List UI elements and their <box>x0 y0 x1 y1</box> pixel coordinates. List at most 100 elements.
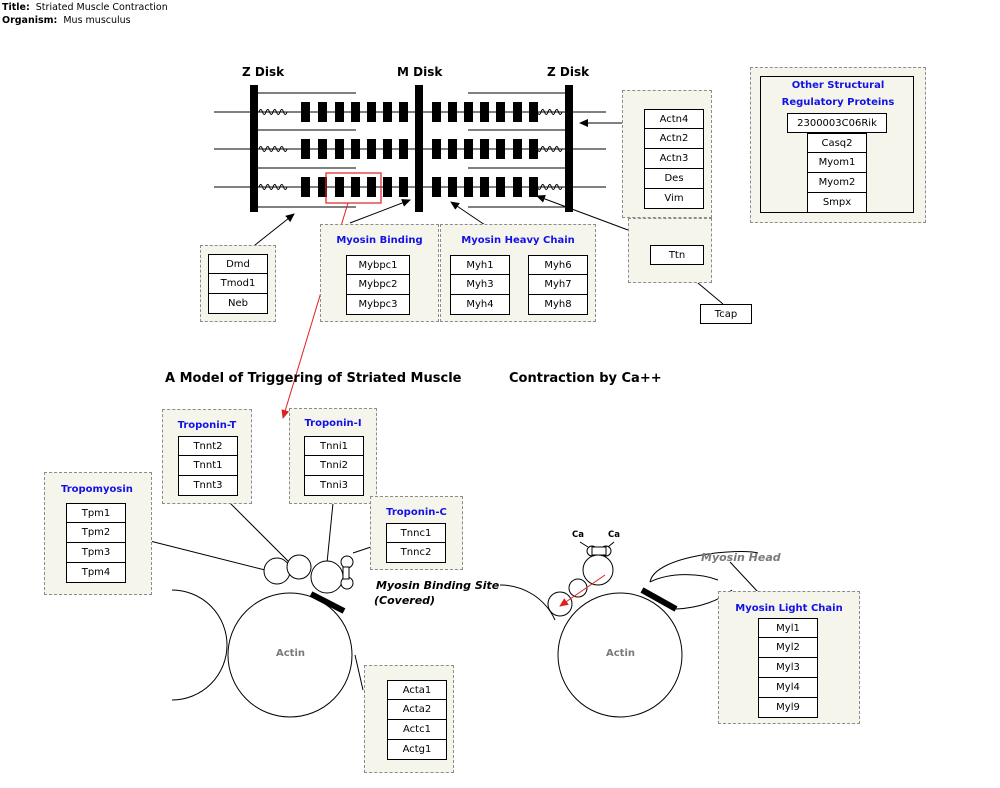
gene-box[interactable]: Tnnc1 <box>386 523 446 543</box>
troponin-i-bead <box>310 560 344 594</box>
thick-filament-bar <box>448 139 457 159</box>
thick-filament-bar <box>351 102 360 122</box>
gene-box[interactable]: Acta1 <box>387 680 447 700</box>
gene-box[interactable]: Tnni1 <box>304 436 364 456</box>
gene-box[interactable]: Tnnc2 <box>386 543 446 563</box>
gene-box[interactable]: Actn3 <box>644 149 704 169</box>
thick-filament-bar <box>513 102 522 122</box>
thick-filament-bar <box>464 139 473 159</box>
thick-filament-bar <box>301 139 310 159</box>
gene-box[interactable]: Tnni3 <box>304 476 364 496</box>
gene-box[interactable]: Myom2 <box>807 173 867 193</box>
gene-box[interactable]: Neb <box>208 294 268 314</box>
m-disk-label: M Disk <box>397 65 443 79</box>
actin-left-partial <box>171 589 228 701</box>
gene-box[interactable]: Myl3 <box>758 658 818 678</box>
troponin-t-bead <box>286 554 312 580</box>
group-title: Other Structural <box>791 80 885 91</box>
gene-box[interactable]: Smpx <box>807 193 867 213</box>
thick-filament-bar <box>301 177 310 197</box>
actin-gene-group: Acta1 Acta2 Actc1 Actg1 <box>364 665 454 773</box>
gene-box[interactable]: Dmd <box>208 254 268 274</box>
gene-box[interactable]: Casq2 <box>807 133 867 153</box>
group-title: Troponin-C <box>386 507 447 518</box>
group-title: Myosin Binding <box>336 235 423 246</box>
thick-filament-bar <box>480 102 489 122</box>
highlight-box <box>325 172 382 204</box>
gene-box[interactable]: Myh7 <box>528 275 588 295</box>
gene-box[interactable]: Tnni2 <box>304 456 364 476</box>
gene-box[interactable]: Des <box>644 169 704 189</box>
titin-spring <box>533 146 563 152</box>
gene-box[interactable]: Tmod1 <box>208 274 268 294</box>
titin-spring <box>258 146 288 152</box>
gene-box[interactable]: Myl1 <box>758 618 818 638</box>
myosin-light-chain-gene-list: Myl1 Myl2 Myl3 Myl4 Myl9 <box>758 618 818 718</box>
myosin-head-curve-top <box>649 551 759 583</box>
actin-right-partial <box>499 584 556 621</box>
z-disk-right <box>565 85 573 212</box>
troponin-i-group: Troponin-I Tnni1 Tnni2 Tnni3 <box>289 408 377 504</box>
z-disk-left <box>250 85 258 212</box>
thick-filament-bar <box>496 139 505 159</box>
thick-filament-bar <box>399 177 408 197</box>
thick-filament-bar <box>448 177 457 197</box>
thick-filament-bar <box>367 102 376 122</box>
gene-box[interactable]: Vim <box>644 189 704 209</box>
gene-box[interactable]: Myh3 <box>450 275 510 295</box>
myosin-heavy-chain-list-right: Myh6 Myh7 Myh8 <box>528 255 588 315</box>
z-disk-protein-group: Dmd Tmod1 Neb <box>200 245 276 322</box>
titin-spring <box>533 184 563 190</box>
gene-box[interactable]: Myl4 <box>758 678 818 698</box>
troponin-i-link <box>326 502 334 564</box>
gene-box[interactable]: Myh1 <box>450 255 510 275</box>
troponin-bead-right <box>547 591 573 617</box>
group-title: Troponin-I <box>304 418 362 429</box>
gene-box[interactable]: Tcap <box>700 304 752 324</box>
actin-group-link <box>354 654 364 691</box>
tropomyosin-bead-right <box>568 578 588 598</box>
gene-box[interactable]: Actg1 <box>387 740 447 760</box>
gene-box[interactable]: Tpm2 <box>66 523 126 543</box>
tropomyosin-bead <box>263 557 291 585</box>
gene-box[interactable]: Actn2 <box>644 129 704 149</box>
gene-box[interactable]: Tpm1 <box>66 503 126 523</box>
gene-box[interactable]: Acta2 <box>387 700 447 720</box>
gene-box[interactable]: Actn4 <box>644 109 704 129</box>
ca-link-right <box>607 541 615 548</box>
gene-box[interactable]: Tnnt3 <box>178 476 238 496</box>
thick-filament-bar <box>318 177 327 197</box>
model-left <box>149 502 378 718</box>
actinin-group: Actn4 Actn2 Actn3 Des Vim <box>622 90 712 218</box>
gene-box[interactable]: Tnnt1 <box>178 456 238 476</box>
gene-box[interactable]: Myh4 <box>450 295 510 315</box>
gene-box[interactable]: Myom1 <box>807 153 867 173</box>
thick-filament-bar <box>529 177 538 197</box>
gene-box[interactable]: Myl2 <box>758 638 818 658</box>
gene-box[interactable]: Mybpc3 <box>346 295 410 315</box>
thick-filament-bar <box>480 177 489 197</box>
gene-box[interactable]: Myh8 <box>528 295 588 315</box>
tropomyosin-group: Tropomyosin Tpm1 Tpm2 Tpm3 Tpm4 <box>44 472 152 595</box>
gene-box[interactable]: Myl9 <box>758 698 818 718</box>
thick-filament-bar <box>432 139 441 159</box>
gene-box[interactable]: Mybpc1 <box>346 255 410 275</box>
gene-box[interactable]: Tpm4 <box>66 563 126 583</box>
thick-filament-bar <box>318 102 327 122</box>
other-structural-group: Other Structural Regulatory Proteins 230… <box>750 67 926 223</box>
gene-box[interactable]: Ttn <box>650 245 704 265</box>
other-structural-gene-list: Casq2 Myom1 Myom2 Smpx <box>807 133 867 213</box>
tropomyosin-gene-list: Tpm1 Tpm2 Tpm3 Tpm4 <box>66 503 126 583</box>
gene-box[interactable]: Tnnt2 <box>178 436 238 456</box>
gene-box[interactable]: Actc1 <box>387 720 447 740</box>
gene-box[interactable]: Mybpc2 <box>346 275 410 295</box>
organism-label: Organism: <box>2 15 58 26</box>
title-line: Title:Striated Muscle Contraction <box>2 2 168 14</box>
gene-box[interactable]: Tpm3 <box>66 543 126 563</box>
actin-gene-list: Acta1 Acta2 Actc1 Actg1 <box>387 680 447 760</box>
gene-box[interactable]: 2300003C06Rik <box>787 113 887 133</box>
model-title-part2: Contraction by Ca++ <box>509 371 662 386</box>
thick-filament-bar <box>399 102 408 122</box>
thick-filament-bar <box>383 102 392 122</box>
gene-box[interactable]: Myh6 <box>528 255 588 275</box>
